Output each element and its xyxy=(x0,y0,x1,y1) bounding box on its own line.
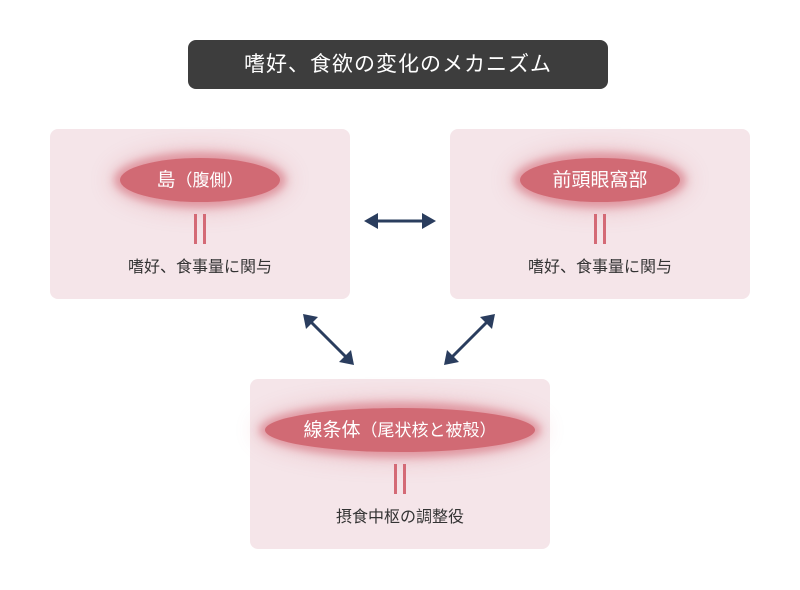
striatum-panel: 線条体（尾状核と被殻） 摂食中枢の調整役 xyxy=(250,379,550,549)
striatum-label: 線条体（尾状核と被殻） xyxy=(265,408,535,452)
insula-panel: 島（腹側） 嗜好、食事量に関与 xyxy=(50,129,350,299)
insula-description: 嗜好、食事量に関与 xyxy=(127,257,272,276)
orbitofrontal-panel: 前頭眼窩部 嗜好、食事量に関与 xyxy=(450,129,750,299)
arrow-insula-striatum xyxy=(303,314,354,365)
orbitofrontal-label: 前頭眼窩部 xyxy=(520,158,680,202)
equals-icon xyxy=(593,214,607,244)
striatum-description: 摂食中枢の調整役 xyxy=(335,507,464,526)
equals-icon xyxy=(393,464,407,494)
insula-label: 島（腹側） xyxy=(120,158,280,202)
equals-icon xyxy=(193,214,207,244)
arrow-insula-orbitofrontal xyxy=(364,213,436,229)
orbitofrontal-description: 嗜好、食事量に関与 xyxy=(527,257,672,276)
page-title: 嗜好、食欲の変化のメカニズム xyxy=(188,40,608,89)
arrow-orbitofrontal-striatum xyxy=(444,314,495,365)
